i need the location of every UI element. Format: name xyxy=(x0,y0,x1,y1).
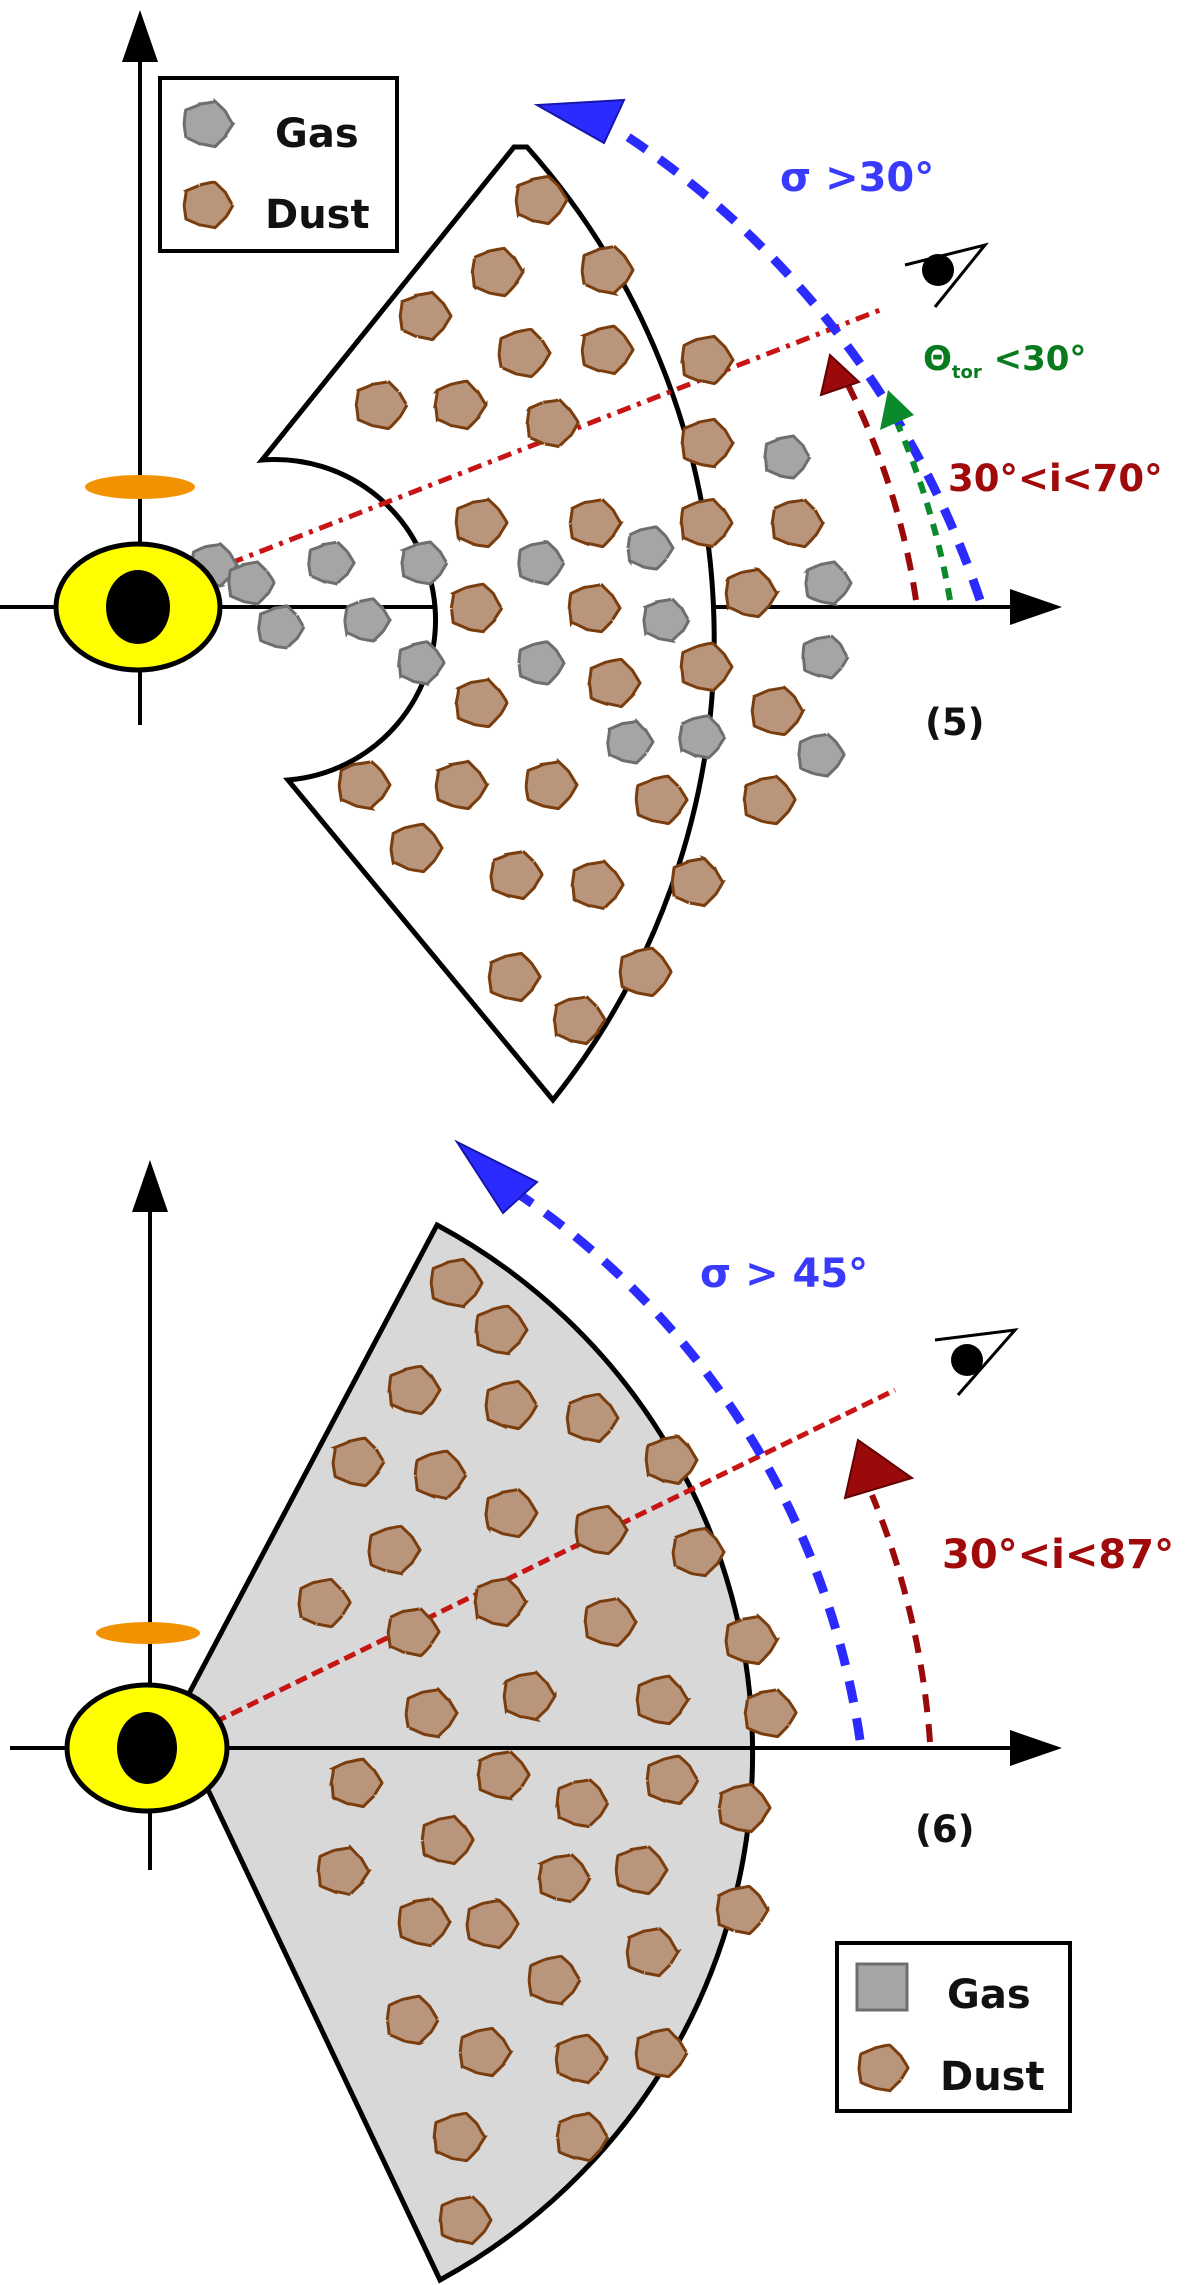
panel5-y-axis-arrowhead xyxy=(122,10,158,62)
panel6-y-axis-arrowhead xyxy=(132,1160,168,1212)
panel6-incl-arc xyxy=(872,1495,930,1742)
panel5-legend-gas-label: Gas xyxy=(275,111,359,157)
panel6-legend: Gas Dust xyxy=(837,1943,1070,2111)
dust-cloud xyxy=(719,1784,770,1831)
dust-cloud xyxy=(681,643,732,690)
gas-cloud xyxy=(229,562,274,604)
panel6-legend-gas-label: Gas xyxy=(947,1972,1031,2018)
panel5-legend-dust-label: Dust xyxy=(265,192,370,238)
panel6-legend-gas-swatch xyxy=(857,1964,907,2010)
dust-cloud xyxy=(682,336,733,383)
panel6-x-axis-arrowhead xyxy=(1010,1730,1062,1766)
panel5-theta-symbol: Θ xyxy=(923,339,952,379)
dust-cloud xyxy=(682,419,733,466)
gas-cloud xyxy=(799,734,844,776)
panel5-sigma-arrowhead xyxy=(537,100,624,143)
gas-cloud xyxy=(806,562,851,604)
dust-cloud xyxy=(646,1436,697,1483)
dust-cloud xyxy=(744,776,795,823)
panel-6: σ > 45° 30°<i<87° (6) Gas Dust xyxy=(10,1142,1174,2280)
dust-cloud xyxy=(752,687,803,734)
panel5-observer-eye-icon xyxy=(905,245,985,307)
panel6-number-label: (6) xyxy=(915,1808,975,1851)
panel-5: σ >30° Θtor <30° 30°<i<70° (5) Gas Dust xyxy=(0,10,1163,1100)
dust-cloud xyxy=(717,1886,768,1933)
dust-cloud xyxy=(745,1689,796,1736)
panel5-theta-subscript: tor xyxy=(952,362,982,383)
panel5-x-axis-arrowhead xyxy=(1010,589,1062,625)
dust-cloud xyxy=(620,948,671,995)
panel5-legend: Gas Dust xyxy=(160,78,397,251)
panel6-inclination-label: 30°<i<87° xyxy=(942,1532,1174,1578)
dust-cloud xyxy=(772,499,823,546)
dust-cloud xyxy=(681,499,732,546)
dust-cloud xyxy=(672,858,723,905)
gas-cloud xyxy=(309,542,354,584)
panel5-sigma-label: σ >30° xyxy=(780,155,934,201)
panel5-theta-value: <30° xyxy=(982,339,1087,379)
gas-cloud xyxy=(765,436,810,478)
panel5-black-hole xyxy=(106,570,170,644)
panel5-inclination-label: 30°<i<70° xyxy=(948,457,1163,500)
dust-cloud xyxy=(726,569,777,616)
gas-cloud xyxy=(803,636,848,678)
panel6-incl-arrowhead xyxy=(845,1440,912,1498)
gas-cloud xyxy=(259,606,304,648)
panel6-black-hole xyxy=(117,1712,177,1784)
panel5-jet xyxy=(85,475,195,499)
dust-cloud xyxy=(726,1616,777,1663)
panel6-jet xyxy=(96,1622,200,1644)
gas-cloud xyxy=(680,716,725,758)
panel6-observer-eye-icon xyxy=(935,1330,1015,1395)
panel6-sigma-label: σ > 45° xyxy=(700,1251,868,1297)
panel5-theta-label: Θtor <30° xyxy=(923,339,1086,383)
panel5-number-label: (5) xyxy=(925,701,985,744)
panel6-legend-dust-label: Dust xyxy=(940,2054,1045,2100)
